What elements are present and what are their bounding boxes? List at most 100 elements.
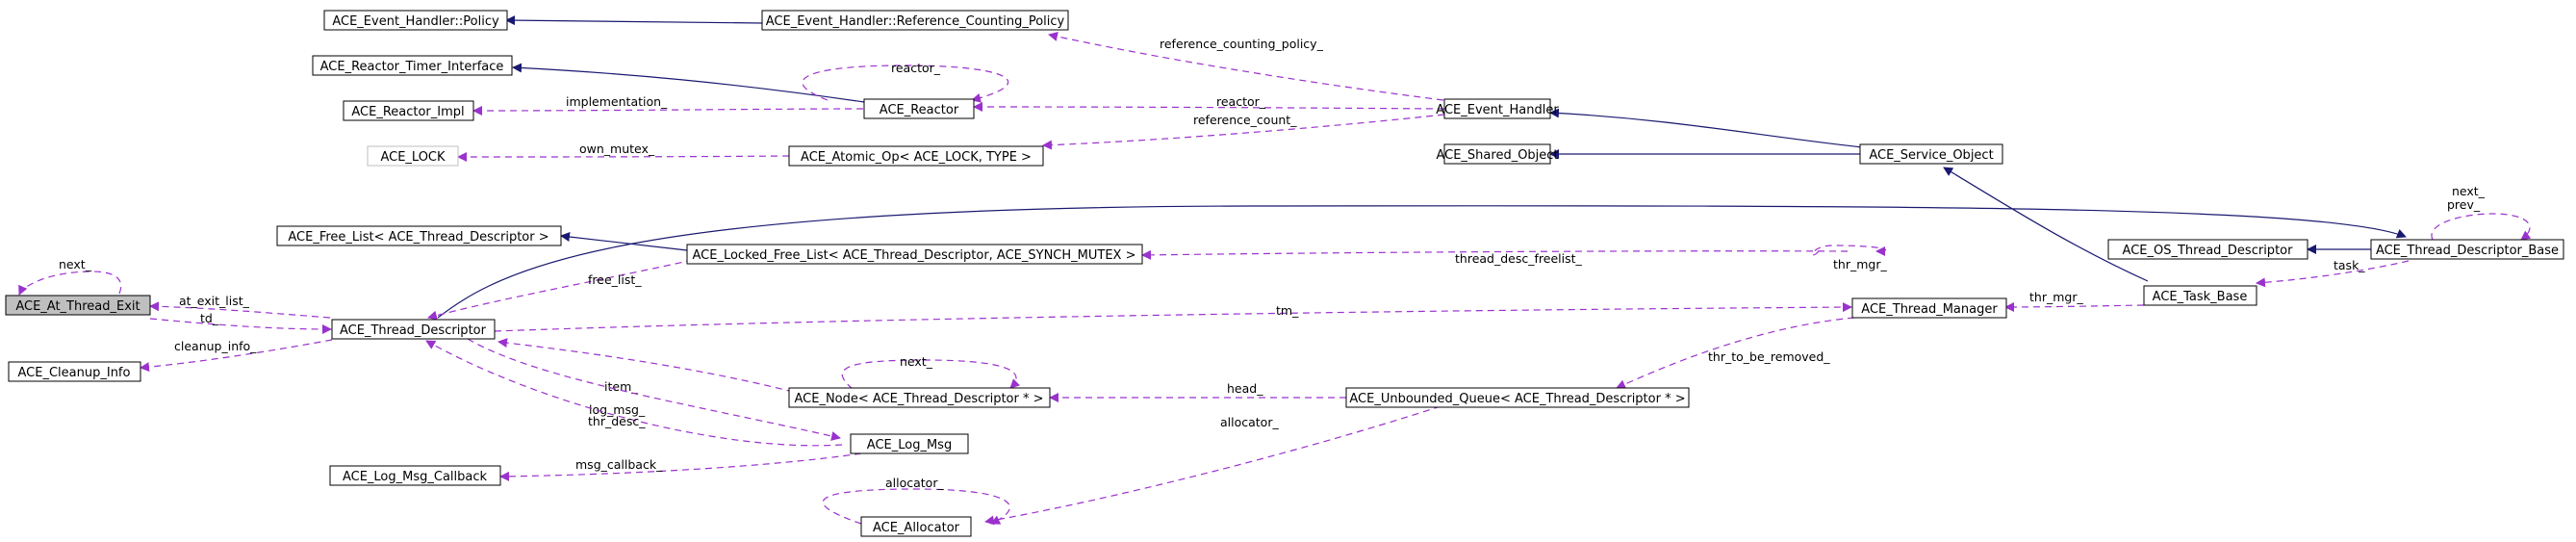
node-label: ACE_Thread_Descriptor — [340, 323, 487, 338]
node-reactor-timer-interface[interactable]: ACE_Reactor_Timer_Interface — [312, 55, 513, 76]
label-allocator-self: allocator_ — [885, 476, 944, 490]
label-td: td_ — [200, 311, 219, 325]
inherit-locked-free-list-to-free-list — [560, 232, 688, 251]
node-os-thread-descriptor[interactable]: ACE_OS_Thread_Descriptor — [2107, 239, 2308, 260]
node-label: ACE_Shared_Object — [1436, 148, 1558, 163]
node-event-handler[interactable]: ACE_Event_Handler — [1436, 98, 1559, 119]
node-ace-node[interactable]: ACE_Node< ACE_Thread_Descriptor * > — [788, 387, 1051, 408]
node-label: ACE_Service_Object — [1869, 148, 1993, 163]
use-msg-callback — [499, 452, 862, 481]
node-event-handler-policy[interactable]: ACE_Event_Handler::Policy — [323, 10, 508, 31]
node-label: ACE_Thread_Descriptor_Base — [2376, 244, 2559, 258]
use-node-next-self — [841, 359, 1020, 390]
label-own-mutex: own_mutex_ — [579, 142, 655, 156]
node-label: ACE_Node< ACE_Thread_Descriptor * > — [794, 392, 1043, 406]
use-reference-count — [1042, 114, 1445, 150]
node-label: ACE_Thread_Manager — [1861, 302, 1998, 317]
node-label: ACE_Log_Msg_Callback — [343, 470, 488, 484]
label-thr-desc: thr_desc_ — [588, 414, 646, 428]
use-tm — [494, 302, 1852, 332]
node-free-list[interactable]: ACE_Free_List< ACE_Thread_Descriptor > — [276, 225, 562, 246]
node-allocator[interactable]: ACE_Allocator — [860, 516, 972, 537]
label-thr-to-be-removed: thr_to_be_removed_ — [1708, 349, 1830, 364]
node-label: ACE_Locked_Free_List< ACE_Thread_Descrip… — [693, 248, 1136, 263]
node-label: ACE_Allocator — [873, 521, 960, 535]
node-task-base[interactable]: ACE_Task_Base — [2143, 285, 2257, 306]
use-log-msg — [467, 338, 841, 441]
label-allocator: allocator_ — [1220, 415, 1279, 429]
node-label: ACE_At_Thread_Exit — [15, 299, 140, 314]
inherit-task-base-to-service-object — [1943, 167, 2149, 282]
use-cleanup-info — [140, 339, 333, 373]
label-thr-mgr: thr_mgr_ — [2029, 290, 2083, 304]
node-service-object[interactable]: ACE_Service_Object — [1859, 143, 2003, 165]
node-at-thread-exit[interactable]: ACE_At_Thread_Exit — [5, 295, 151, 316]
use-implementation — [472, 105, 864, 116]
node-label: ACE_Task_Base — [2153, 290, 2248, 304]
use-thr-to-be-removed — [1616, 317, 1855, 389]
use-at-exit-next-self — [18, 271, 122, 296]
node-label: ACE_OS_Thread_Descriptor — [2123, 244, 2294, 258]
node-locked-free-list[interactable]: ACE_Locked_Free_List< ACE_Thread_Descrip… — [686, 244, 1143, 265]
use-reactor — [973, 102, 1445, 113]
label-cleanup-info: cleanup_info_ — [174, 339, 257, 353]
node-label: ACE_Reactor_Impl — [351, 105, 464, 119]
node-label: ACE_LOCK — [380, 150, 446, 165]
node-log-msg[interactable]: ACE_Log_Msg — [850, 433, 969, 454]
node-label: ACE_Cleanup_Info — [18, 366, 131, 380]
label-reactor-self: reactor_ — [891, 61, 941, 75]
use-thread-desc-freelist — [1141, 249, 1849, 260]
label-reactor: reactor_ — [1216, 94, 1266, 109]
node-ace-lock[interactable]: ACE_LOCK — [367, 145, 459, 167]
node-reactor[interactable]: ACE_Reactor — [863, 98, 975, 119]
use-reference-counting-policy — [1048, 32, 1444, 101]
node-label: ACE_Atomic_Op< ACE_LOCK, TYPE > — [801, 150, 1032, 165]
node-thread-manager[interactable]: ACE_Thread_Manager — [1851, 297, 2007, 319]
node-label: ACE_Event_Handler::Policy — [332, 14, 499, 29]
label-reference-counting-policy: reference_counting_policy_ — [1160, 37, 1324, 51]
label-log-msg: log_msg_ — [589, 402, 646, 417]
use-item — [497, 338, 805, 396]
node-label: ACE_Reactor_Timer_Interface — [320, 60, 504, 74]
inherit-refcount-to-policy — [505, 15, 763, 26]
label-at-exit-next: next_ — [59, 257, 92, 271]
label-free-list: free_list_ — [588, 272, 642, 287]
node-log-msg-callback[interactable]: ACE_Log_Msg_Callback — [329, 465, 501, 486]
use-own-mutex — [457, 151, 790, 162]
label-item: item_ — [604, 379, 638, 394]
node-label: ACE_Unbounded_Queue< ACE_Thread_Descript… — [1349, 392, 1685, 406]
node-label: ACE_Free_List< ACE_Thread_Descriptor > — [288, 230, 548, 245]
use-next-prev-self — [2431, 213, 2532, 241]
label-next-prev: next_ prev_ — [2447, 184, 2488, 212]
label-node-next: next_ — [900, 354, 933, 369]
label-implementation: implementation_ — [566, 94, 668, 109]
node-thread-descriptor[interactable]: ACE_Thread_Descriptor — [331, 319, 496, 340]
node-cleanup-info[interactable]: ACE_Cleanup_Info — [8, 361, 141, 382]
node-reactor-impl[interactable]: ACE_Reactor_Impl — [343, 100, 474, 121]
node-label: ACE_Reactor — [880, 103, 959, 117]
label-msg-callback: msg_callback_ — [575, 457, 663, 472]
node-unbounded-queue[interactable]: ACE_Unbounded_Queue< ACE_Thread_Descript… — [1345, 387, 1690, 408]
label-thread-desc-freelist: thread_desc_freelist_ — [1455, 251, 1582, 266]
label-prev: prev_ — [2447, 197, 2481, 212]
inherit-thread-descriptor-to-base — [437, 205, 2407, 319]
node-reference-counting-policy[interactable]: ACE_Event_Handler::Reference_Counting_Po… — [761, 10, 1069, 31]
inherit-reactor-to-timer-interface — [512, 63, 865, 103]
node-thread-descriptor-base[interactable]: ACE_Thread_Descriptor_Base — [2370, 239, 2564, 260]
use-task — [2256, 260, 2410, 288]
use-thr-mgr-self — [1812, 245, 1887, 256]
node-shared-object[interactable]: ACE_Shared_Object — [1436, 143, 1559, 165]
use-allocator — [984, 405, 1441, 526]
node-label: ACE_Log_Msg — [867, 438, 952, 452]
label-head: head_ — [1227, 381, 1263, 396]
label-next: next_ — [2452, 184, 2486, 198]
use-thr-desc — [425, 340, 843, 447]
label-task: task_ — [2334, 258, 2365, 272]
use-thr-mgr — [2004, 301, 2145, 312]
node-atomic-op[interactable]: ACE_Atomic_Op< ACE_LOCK, TYPE > — [788, 145, 1044, 167]
node-label: ACE_Event_Handler — [1436, 103, 1559, 117]
label-at-exit-list: at_exit_list_ — [179, 294, 250, 308]
label-thr-mgr-self: thr_mgr_ — [1833, 257, 1887, 271]
use-free-list — [427, 259, 694, 321]
